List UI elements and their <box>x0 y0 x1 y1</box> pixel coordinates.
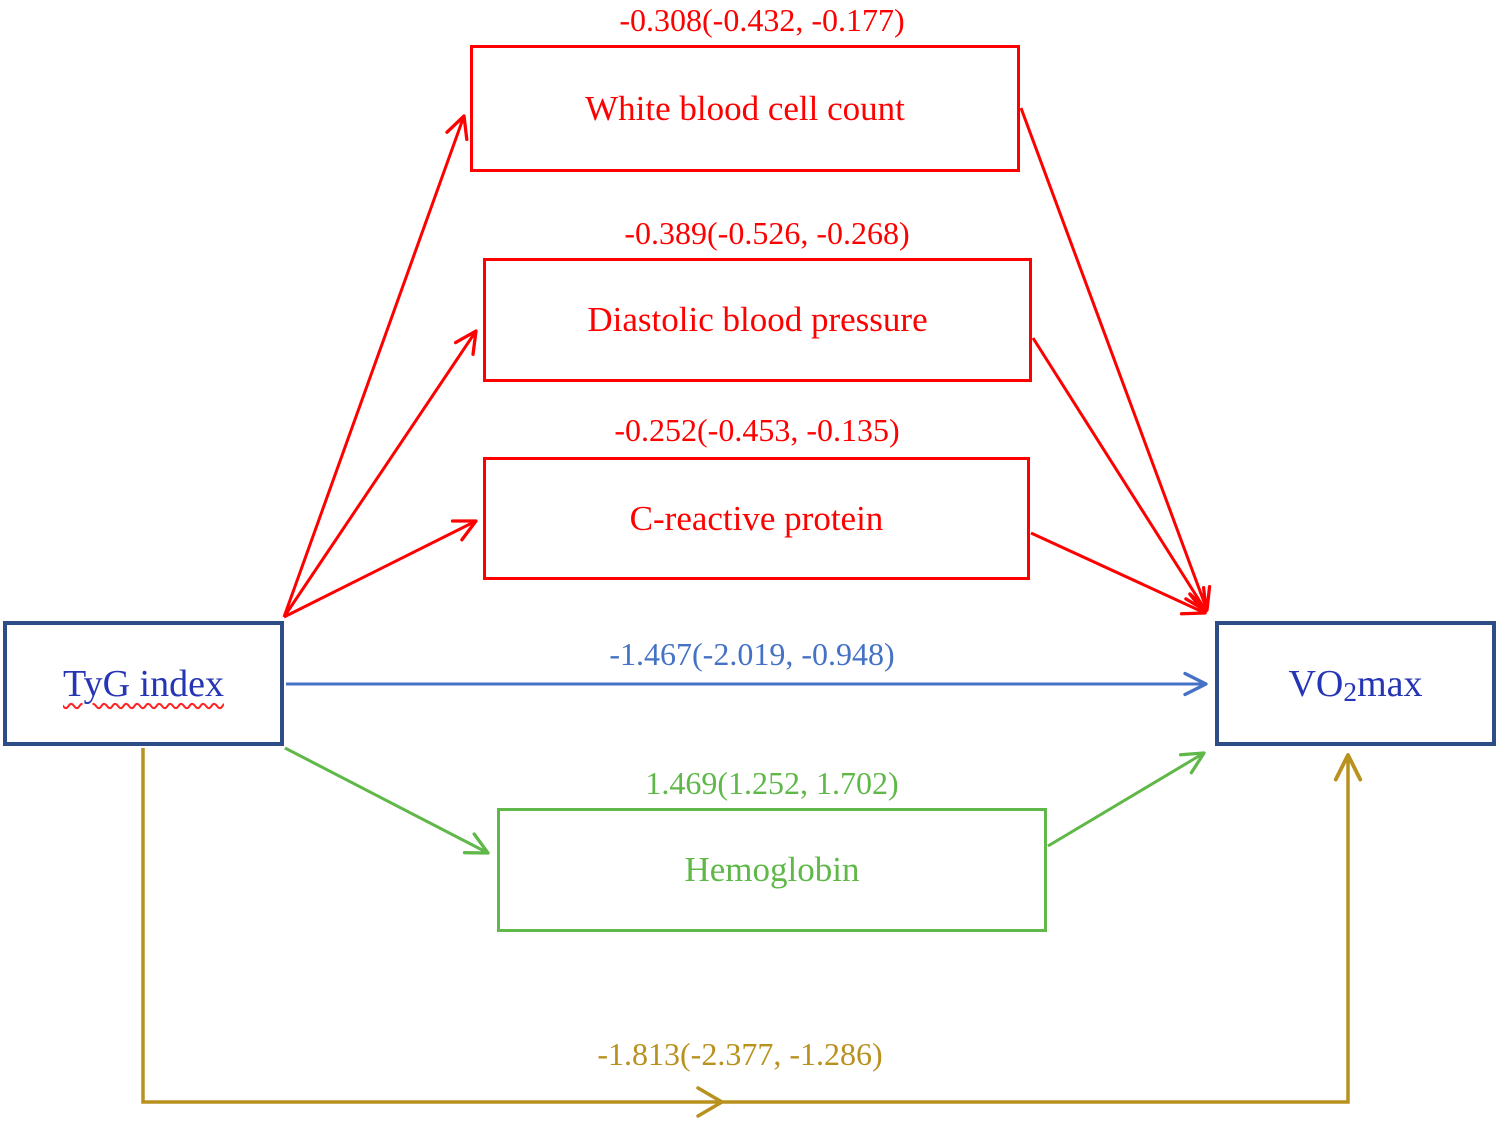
arrow-tyg-to-hemoglobin <box>284 746 490 855</box>
node-diastolic-blood-pressure: Diastolic blood pressure <box>483 258 1032 382</box>
label-crp-effect: -0.252(-0.453, -0.135) <box>614 412 900 448</box>
arrow-hemoglobin-to-vo2max <box>1047 751 1206 848</box>
label-wbc-effect: -0.308(-0.432, -0.177) <box>619 2 905 38</box>
arrow-crp-to-vo2max <box>1030 531 1207 616</box>
tyg-misspell-squiggle: TyG index <box>63 662 224 705</box>
node-label: Diastolic blood pressure <box>587 300 928 339</box>
arrow-dbp-to-vo2max <box>1031 337 1208 613</box>
node-hemoglobin: Hemoglobin <box>497 808 1047 932</box>
node-white-blood-cell-count: White blood cell count <box>470 45 1020 172</box>
node-label: C-reactive protein <box>629 498 884 538</box>
node-label: Hemoglobin <box>684 850 860 889</box>
arrowhead-total-mid <box>696 1086 724 1118</box>
node-tyg-index: TyG index <box>3 621 284 746</box>
node-label: White blood cell count <box>585 88 905 128</box>
label-direct-effect: -1.467(-2.019, -0.948) <box>609 636 895 672</box>
arrow-wbc-to-vo2max <box>1019 107 1212 612</box>
label-total-effect: -1.813(-2.377, -1.286) <box>597 1036 883 1072</box>
node-c-reactive-protein: C-reactive protein <box>483 457 1030 580</box>
arrow-tyg-to-wbc <box>282 114 469 618</box>
label-hemoglobin-effect: 1.469(1.252, 1.702) <box>645 765 899 801</box>
node-label: TyG index <box>63 662 224 706</box>
arrow-tyg-to-dbp <box>282 329 478 618</box>
node-label: VO2max <box>1288 662 1423 707</box>
arrow-total-tyg-to-vo2max <box>141 748 1363 1104</box>
label-dbp-effect: -0.389(-0.526, -0.268) <box>624 215 910 251</box>
arrow-tyg-to-crp <box>283 519 478 619</box>
node-vo2max: VO2max <box>1215 621 1496 746</box>
